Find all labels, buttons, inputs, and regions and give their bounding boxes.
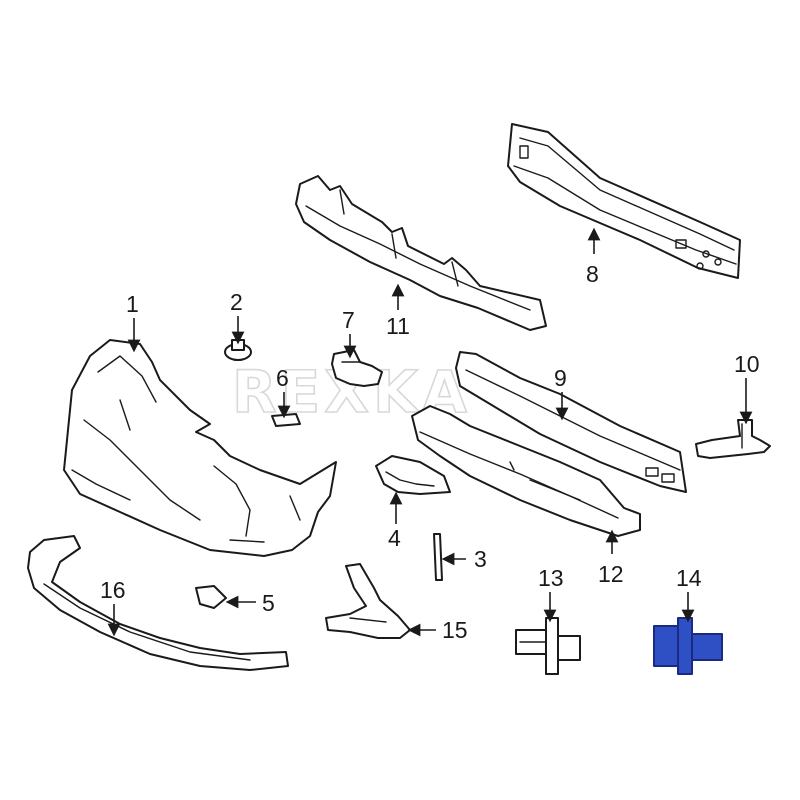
callout-9: 9 [554,365,567,391]
part-9-lower-reinforcement [455,351,687,493]
part-16-lower-spoiler [27,535,289,671]
callout-6: 6 [276,365,289,391]
callout-12: 12 [598,561,624,587]
callout-5: 5 [262,590,275,616]
callout-10: 10 [734,351,760,377]
callout-14: 14 [676,565,702,591]
callout-4: 4 [388,525,401,551]
part-7-bracket [331,349,383,387]
part-12-lower-absorber [411,405,641,537]
callout-7: 7 [342,307,355,333]
callout-3: 3 [474,546,487,572]
part-6-pad [271,413,301,427]
part-15-side-trim [325,563,411,639]
part-13-fastener [515,617,581,675]
part-1-bumper-cover [63,339,337,557]
part-8-reinforcement-beam [507,123,741,279]
callout-8: 8 [586,261,599,287]
callout-11: 11 [386,313,410,339]
callout-16: 16 [100,577,126,603]
part-11-upper-absorber [295,175,547,331]
callout-labels: 1 2 3 4 5 6 7 8 9 10 11 12 13 14 15 16 [100,261,760,643]
part-10-bracket [695,419,771,459]
part-14-fastener-highlighted [653,617,723,675]
leader-lines [107,227,753,637]
part-2-push-clip [224,339,252,361]
callout-15: 15 [442,617,468,643]
callout-1: 1 [126,291,139,317]
part-4-grille-insert [375,455,451,495]
callout-13: 13 [538,565,564,591]
callout-2: 2 [230,289,243,315]
part-5-tow-cover [195,585,227,609]
part-3-strip [433,533,443,581]
